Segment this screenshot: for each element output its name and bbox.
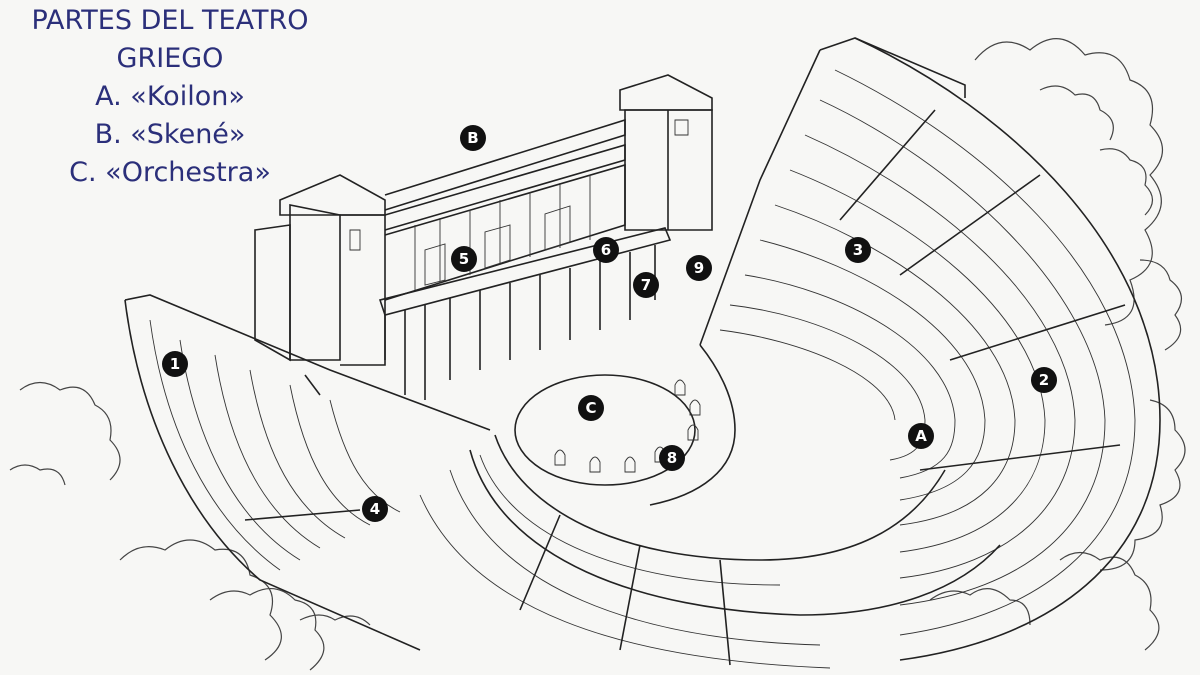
svg-text:B: B (467, 129, 478, 147)
svg-text:7: 7 (641, 276, 651, 294)
koilon-lower (419, 434, 1001, 669)
legend-item-koilon: A. «Koilon» (95, 81, 245, 112)
trees-left (9, 381, 371, 671)
svg-text:8: 8 (667, 449, 677, 467)
marker-koilon: A (908, 423, 934, 449)
marker-3: 3 (845, 237, 871, 263)
legend-item-orchestra: C. «Orchestra» (69, 157, 271, 188)
marker-7: 7 (633, 272, 659, 298)
svg-text:A: A (915, 427, 927, 445)
svg-text:6: 6 (601, 241, 611, 259)
svg-text:9: 9 (694, 259, 704, 277)
title-line-2: GRIEGO (116, 43, 224, 74)
title-line-1: PARTES DEL TEATRO (31, 5, 309, 36)
marker-8: 8 (659, 445, 685, 471)
marker-4: 4 (362, 496, 388, 522)
svg-text:1: 1 (170, 355, 180, 373)
marker-skene: B (460, 125, 486, 151)
marker-5: 5 (451, 246, 477, 272)
marker-1: 1 (162, 351, 188, 377)
trees-right (929, 38, 1186, 651)
orchestra (514, 344, 736, 506)
svg-text:3: 3 (853, 241, 863, 259)
marker-orchestra: C (578, 395, 604, 421)
svg-text:2: 2 (1039, 371, 1049, 389)
skene-building (254, 74, 713, 400)
legend: PARTES DEL TEATRO GRIEGO A. «Koilon» B. … (0, 2, 340, 192)
svg-text:4: 4 (370, 500, 380, 518)
marker-9: 9 (686, 255, 712, 281)
legend-item-skene: B. «Skené» (94, 119, 246, 150)
koilon-right (699, 37, 1161, 661)
koilon-left (124, 294, 491, 651)
marker-2: 2 (1031, 367, 1057, 393)
svg-text:C: C (585, 399, 596, 417)
marker-6: 6 (593, 237, 619, 263)
svg-text:5: 5 (459, 250, 469, 268)
